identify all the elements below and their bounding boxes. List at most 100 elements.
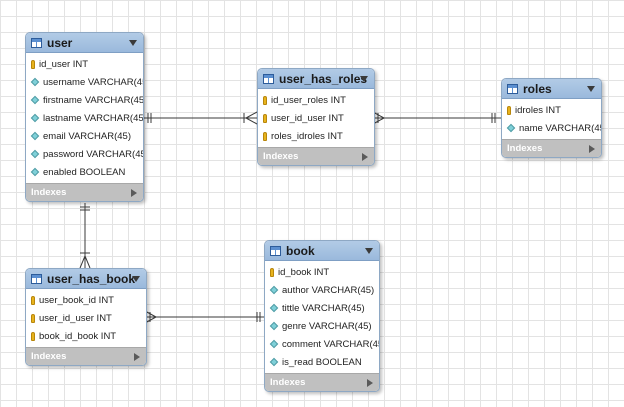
table-column[interactable]: user_id_user INT: [26, 309, 146, 327]
table-header[interactable]: book: [265, 241, 379, 261]
column-label: comment VARCHAR(45): [282, 338, 380, 350]
column-icon: [269, 285, 279, 295]
column-icon: [269, 321, 279, 331]
column-label: id_user_roles INT: [271, 94, 346, 106]
column-label: id_book INT: [278, 266, 330, 278]
collapse-arrow-icon[interactable]: [129, 40, 137, 46]
table-column[interactable]: email VARCHAR(45): [26, 127, 143, 145]
column-list: idroles INT name VARCHAR(45): [502, 99, 601, 139]
table-user-has-book[interactable]: user_has_book user_book_id INT user_id_u…: [25, 268, 147, 366]
table-column[interactable]: tittle VARCHAR(45): [265, 299, 379, 317]
table-column[interactable]: is_read BOOLEAN: [265, 353, 379, 371]
primary-key-icon: [270, 267, 274, 277]
table-title: roles: [523, 81, 552, 96]
column-icon: [30, 77, 40, 87]
primary-key-icon: [507, 105, 511, 115]
column-icon: [269, 357, 279, 367]
column-icon: [269, 303, 279, 313]
collapse-arrow-icon[interactable]: [360, 76, 368, 82]
column-label: username VARCHAR(45): [43, 76, 144, 88]
table-icon: [31, 37, 42, 48]
table-roles[interactable]: roles idroles INT name VARCHAR(45) Index…: [501, 78, 602, 158]
column-label: user_id_user INT: [271, 112, 344, 124]
table-title: book: [286, 243, 315, 258]
table-column[interactable]: genre VARCHAR(45): [265, 317, 379, 335]
column-label: password VARCHAR(45): [43, 148, 144, 160]
relationship-user-user-has-book: [79, 203, 91, 269]
expand-arrow-icon[interactable]: [589, 145, 595, 153]
column-icon: [30, 167, 40, 177]
table-book[interactable]: book id_book INT author VARCHAR(45) titt…: [264, 240, 380, 392]
column-label: idroles INT: [515, 104, 561, 116]
column-list: id_user_roles INT user_id_user INT roles…: [258, 89, 374, 147]
indexes-label: Indexes: [31, 187, 67, 198]
column-list: id_user INT username VARCHAR(45) firstna…: [26, 53, 143, 183]
expand-arrow-icon[interactable]: [362, 153, 368, 161]
column-label: roles_idroles INT: [271, 130, 343, 142]
indexes-section[interactable]: Indexes: [26, 183, 143, 201]
column-label: user_id_user INT: [39, 312, 112, 324]
column-list: user_book_id INT user_id_user INT book_i…: [26, 289, 146, 347]
table-header[interactable]: user: [26, 33, 143, 53]
table-header[interactable]: user_has_roles: [258, 69, 374, 89]
column-label: is_read BOOLEAN: [282, 356, 362, 368]
table-title: user: [47, 35, 73, 50]
column-icon: [30, 131, 40, 141]
relationship-roles-user-has-roles: [372, 111, 501, 125]
table-column[interactable]: password VARCHAR(45): [26, 145, 143, 163]
table-column[interactable]: id_user_roles INT: [258, 91, 374, 109]
indexes-section[interactable]: Indexes: [26, 347, 146, 365]
primary-key-icon: [263, 113, 267, 123]
table-icon: [270, 245, 281, 256]
table-column[interactable]: user_book_id INT: [26, 291, 146, 309]
table-column[interactable]: lastname VARCHAR(45): [26, 109, 143, 127]
collapse-arrow-icon[interactable]: [365, 248, 373, 254]
column-label: email VARCHAR(45): [43, 130, 131, 142]
table-user[interactable]: user id_user INT username VARCHAR(45) fi…: [25, 32, 144, 202]
column-label: firstname VARCHAR(45): [43, 94, 144, 106]
column-icon: [30, 113, 40, 123]
column-label: author VARCHAR(45): [282, 284, 375, 296]
table-column[interactable]: id_book INT: [265, 263, 379, 281]
relationship-book-user-has-book: [144, 310, 264, 324]
indexes-label: Indexes: [507, 143, 543, 154]
table-column[interactable]: enabled BOOLEAN: [26, 163, 143, 181]
expand-arrow-icon[interactable]: [131, 189, 137, 197]
table-column[interactable]: idroles INT: [502, 101, 601, 119]
primary-key-icon: [31, 331, 35, 341]
indexes-section[interactable]: Indexes: [265, 373, 379, 391]
table-column[interactable]: roles_idroles INT: [258, 127, 374, 145]
expand-arrow-icon[interactable]: [134, 353, 140, 361]
column-label: name VARCHAR(45): [519, 122, 602, 134]
table-header[interactable]: user_has_book: [26, 269, 146, 289]
table-column[interactable]: id_user INT: [26, 55, 143, 73]
column-label: enabled BOOLEAN: [43, 166, 126, 178]
collapse-arrow-icon[interactable]: [132, 276, 140, 282]
column-label: genre VARCHAR(45): [282, 320, 372, 332]
table-column[interactable]: name VARCHAR(45): [502, 119, 601, 137]
table-column[interactable]: user_id_user INT: [258, 109, 374, 127]
column-label: user_book_id INT: [39, 294, 114, 306]
indexes-section[interactable]: Indexes: [258, 147, 374, 165]
indexes-label: Indexes: [31, 351, 67, 362]
relationship-user-user-has-roles: [143, 111, 258, 125]
indexes-label: Indexes: [263, 151, 299, 162]
table-column[interactable]: username VARCHAR(45): [26, 73, 143, 91]
table-column[interactable]: author VARCHAR(45): [265, 281, 379, 299]
table-header[interactable]: roles: [502, 79, 601, 99]
column-icon: [30, 95, 40, 105]
expand-arrow-icon[interactable]: [367, 379, 373, 387]
column-icon: [269, 339, 279, 349]
table-icon: [263, 73, 274, 84]
table-column[interactable]: comment VARCHAR(45): [265, 335, 379, 353]
indexes-section[interactable]: Indexes: [502, 139, 601, 157]
column-list: id_book INT author VARCHAR(45) tittle VA…: [265, 261, 379, 373]
column-label: tittle VARCHAR(45): [282, 302, 365, 314]
collapse-arrow-icon[interactable]: [587, 86, 595, 92]
table-user-has-roles[interactable]: user_has_roles id_user_roles INT user_id…: [257, 68, 375, 166]
primary-key-icon: [263, 131, 267, 141]
table-column[interactable]: firstname VARCHAR(45): [26, 91, 143, 109]
table-column[interactable]: book_id_book INT: [26, 327, 146, 345]
primary-key-icon: [31, 59, 35, 69]
table-icon: [31, 273, 42, 284]
